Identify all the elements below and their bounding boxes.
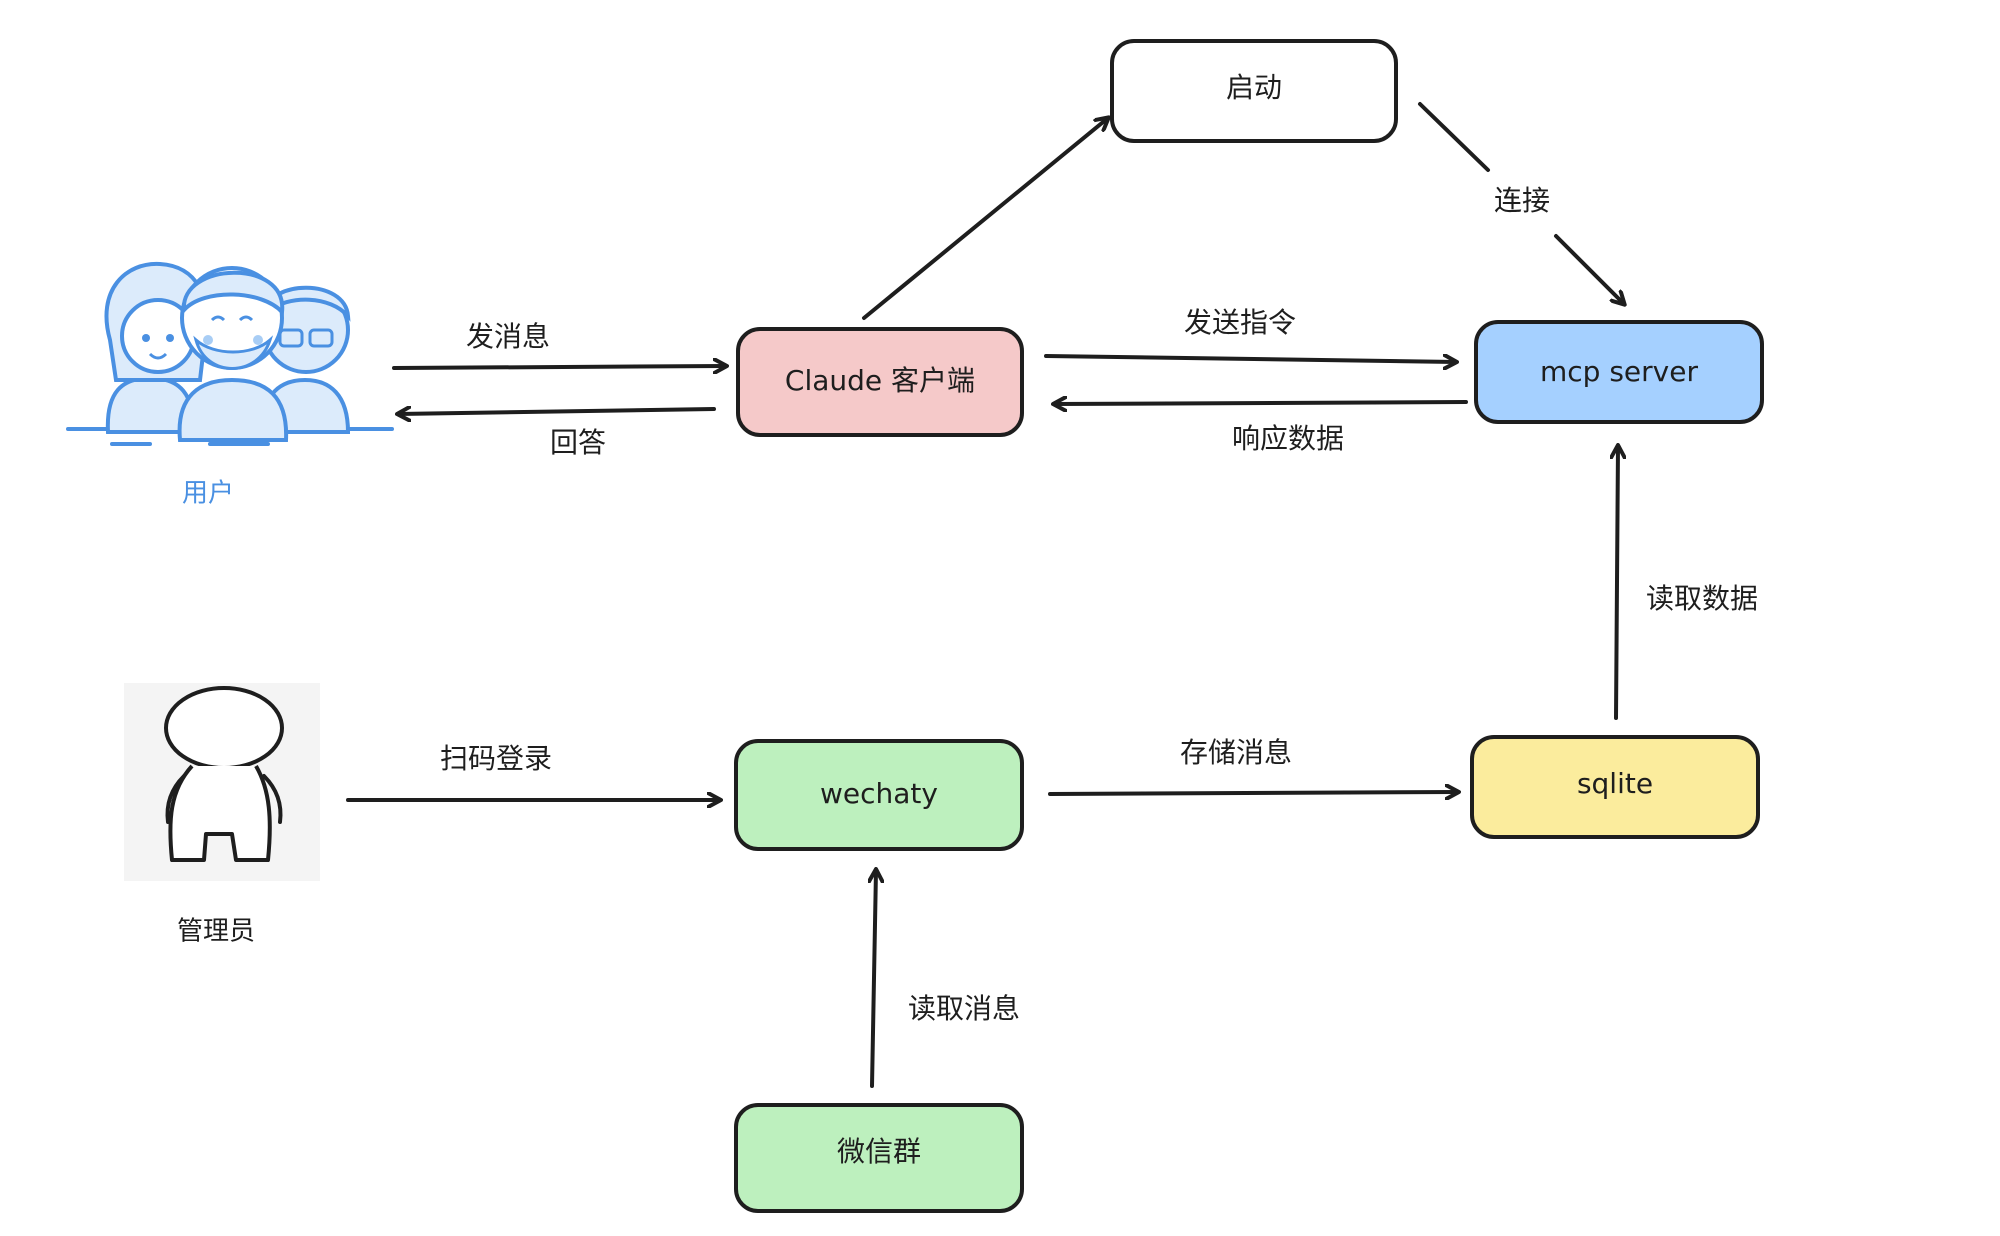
edge-response-data: 响应数据	[1054, 402, 1468, 455]
send-command-label: 发送指令	[1184, 306, 1296, 339]
wechaty-label: wechaty	[820, 777, 938, 810]
connect-label: 连接	[1494, 184, 1550, 217]
send-message-label: 发消息	[466, 320, 550, 353]
sqlite-box	[1470, 735, 1760, 839]
start-label: 启动	[1226, 71, 1282, 104]
claude-client-box	[736, 327, 1024, 437]
response-data-arrow	[1054, 402, 1468, 404]
wechat-group-box	[734, 1103, 1024, 1213]
edge-read-data: 读取数据	[1616, 446, 1758, 720]
edge-connect: 连接	[1418, 102, 1624, 304]
store-message-arrow	[1048, 792, 1458, 794]
sqlite-label: sqlite	[1577, 767, 1653, 800]
edge-read-message: 读取消息	[872, 870, 1020, 1088]
edge-scan-login: 扫码登录	[346, 742, 720, 800]
connect-arrow-lower	[1554, 234, 1624, 304]
client-to-start-arrow	[862, 118, 1108, 320]
users-group-icon	[66, 261, 394, 446]
edge-client-to-start	[862, 118, 1108, 320]
edge-send-message: 发消息	[392, 320, 726, 368]
claude-client-label: Claude 客户端	[785, 364, 975, 397]
node-sqlite[interactable]: sqlite	[1470, 735, 1760, 839]
admin-label: 管理员	[177, 917, 255, 947]
connect-arrow-upper	[1418, 102, 1490, 172]
store-message-label: 存储消息	[1180, 736, 1292, 769]
read-message-arrow	[872, 870, 876, 1088]
read-data-arrow	[1616, 446, 1618, 720]
mcp-server-label: mcp server	[1540, 355, 1698, 388]
send-command-arrow	[1044, 356, 1456, 362]
node-wechaty[interactable]: wechaty	[734, 739, 1024, 851]
read-message-label: 读取消息	[908, 992, 1020, 1025]
answer-arrow	[398, 409, 716, 414]
read-data-label: 读取数据	[1646, 582, 1758, 615]
wechaty-box	[734, 739, 1024, 851]
mcp-server-box	[1474, 320, 1764, 424]
send-message-arrow	[392, 366, 726, 368]
users-label: 用户	[182, 479, 234, 509]
node-claude-client[interactable]: Claude 客户端	[736, 327, 1024, 437]
edge-answer: 回答	[398, 409, 716, 459]
node-wechat-group[interactable]: 微信群	[734, 1103, 1024, 1213]
users-actor: 用户	[66, 261, 394, 509]
start-box	[1110, 39, 1398, 143]
node-mcp-server[interactable]: mcp server	[1474, 320, 1764, 424]
person-icon	[124, 683, 320, 881]
scan-login-label: 扫码登录	[440, 742, 552, 775]
answer-label: 回答	[550, 426, 606, 459]
admin-actor: 管理员	[124, 683, 320, 947]
response-data-label: 响应数据	[1232, 422, 1344, 455]
edge-send-command: 发送指令	[1044, 306, 1456, 362]
wechat-group-label: 微信群	[837, 1135, 921, 1168]
edge-store-message: 存储消息	[1048, 736, 1458, 794]
node-start[interactable]: 启动	[1110, 39, 1398, 143]
